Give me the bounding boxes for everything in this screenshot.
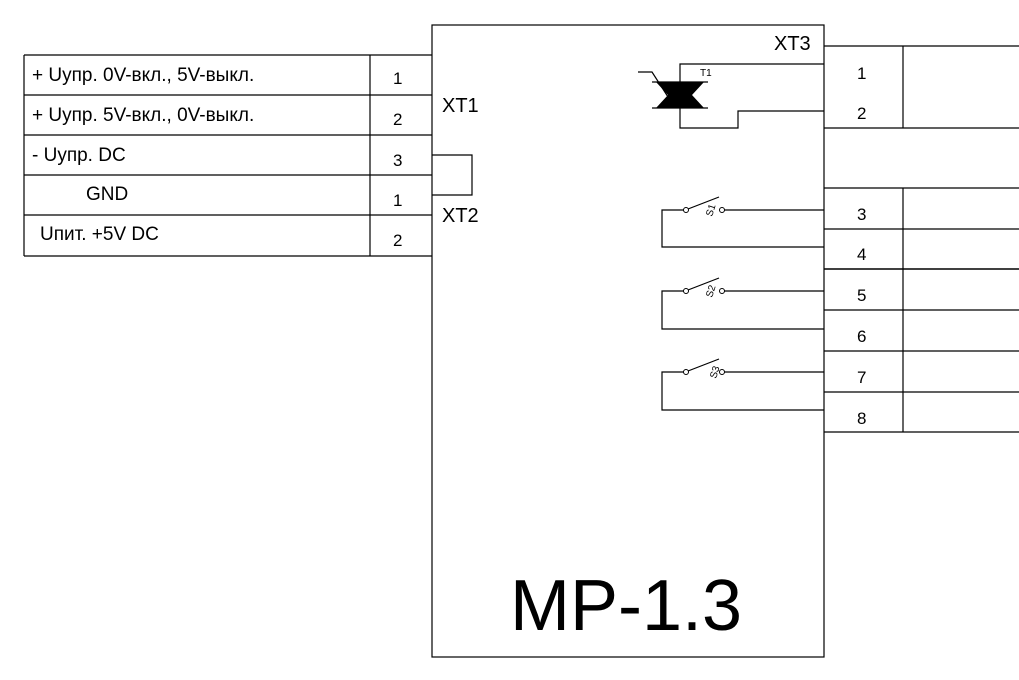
xt3-pin-2: 2 bbox=[857, 104, 866, 123]
switch-s1-symbol: S1 bbox=[661, 196, 824, 248]
triac-label: T1 bbox=[700, 68, 712, 79]
xt1-pin-3: 3 bbox=[393, 151, 402, 170]
xt1-pin-2: 2 bbox=[393, 110, 402, 129]
row-label-control-0v-on: + Uупр. 0V-вкл., 5V-выкл. bbox=[32, 65, 254, 86]
switch-s3-symbol: S3 bbox=[661, 358, 824, 411]
xt3-pin-1: 1 bbox=[857, 64, 866, 83]
row-label-gnd: GND bbox=[86, 184, 128, 205]
xt3-pin-6: 6 bbox=[857, 327, 866, 346]
row-label-control-5v-on: + Uупр. 5V-вкл., 0V-выкл. bbox=[32, 105, 254, 126]
left-connection-table: + Uупр. 0V-вкл., 5V-выкл. + Uупр. 5V-вкл… bbox=[23, 54, 432, 257]
row-label-control-minus: - Uупр. DC bbox=[32, 145, 126, 166]
connector-xt1-label: XT1 bbox=[442, 95, 479, 117]
connector-xt3-label: XT3 bbox=[774, 33, 811, 55]
switch-s3-label: S3 bbox=[708, 364, 722, 379]
jumper-wire bbox=[432, 154, 473, 196]
xt3-pin-8: 8 bbox=[857, 409, 866, 428]
switch-s1-label: S1 bbox=[704, 202, 718, 217]
xt1-pin-1: 1 bbox=[393, 69, 402, 88]
xt2-pin-2: 2 bbox=[393, 231, 402, 250]
module-box bbox=[431, 24, 825, 658]
right-terminal-table: 1 2 3 4 5 6 7 8 bbox=[824, 45, 1019, 433]
xt3-pin-5: 5 bbox=[857, 286, 866, 305]
connector-xt2-label: XT2 bbox=[442, 205, 479, 227]
triac-t1-symbol: T1 bbox=[638, 63, 824, 129]
xt3-pin-4: 4 bbox=[857, 245, 866, 264]
row-label-power: Uпит. +5V DC bbox=[40, 224, 159, 245]
module-title: MP-1.3 bbox=[510, 566, 742, 646]
xt3-pin-3: 3 bbox=[857, 205, 866, 224]
xt2-pin-1: 1 bbox=[393, 191, 402, 210]
switch-s2-label: S2 bbox=[704, 283, 718, 298]
switch-s2-symbol: S2 bbox=[661, 277, 824, 330]
xt3-pin-7: 7 bbox=[857, 368, 866, 387]
